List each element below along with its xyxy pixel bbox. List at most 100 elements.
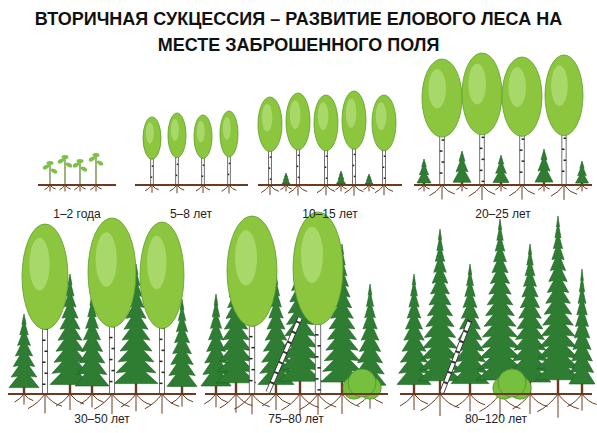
birch-crown (88, 218, 136, 327)
fallen-outline (268, 318, 300, 392)
roots (56, 394, 84, 410)
birch-mark (482, 137, 485, 139)
seedling-leaf (47, 161, 54, 165)
roots (121, 394, 151, 411)
birch-mark (326, 178, 328, 180)
birch-mark (177, 164, 179, 166)
roots (345, 185, 364, 196)
birch-mark (520, 149, 523, 151)
seedling-leaf (93, 153, 100, 157)
birch-mark (44, 373, 47, 375)
fallen-birch (268, 318, 300, 392)
roots (455, 394, 485, 411)
birch-mark (480, 148, 483, 150)
birch-mark (152, 165, 154, 167)
roots (145, 394, 179, 414)
crown-highlight (29, 238, 49, 291)
stage-age-label: 80–120 лет (451, 412, 541, 426)
birch-mark (562, 149, 565, 151)
spruce-tree (493, 155, 509, 183)
birch-mark (249, 336, 252, 338)
birch-mark (562, 171, 565, 173)
birch-mark (442, 139, 445, 141)
birch-crown (545, 55, 583, 136)
birch-mark (522, 138, 525, 140)
birch-mark (564, 138, 567, 140)
seedling-leaf (77, 159, 84, 163)
birch-mark (228, 174, 230, 176)
crown-highlight (197, 121, 205, 143)
birch-crown (194, 115, 212, 158)
birch-crown (293, 212, 343, 325)
crown-highlight (318, 102, 329, 130)
birch-mark (384, 156, 386, 158)
birch-mark (251, 369, 254, 371)
seedling-leaf (80, 166, 88, 173)
birch-mark (298, 177, 300, 179)
stage-picture (201, 212, 388, 415)
seedling-stem (64, 157, 65, 185)
seedling-stem (79, 161, 80, 185)
seedling-leaf (65, 162, 73, 169)
seedling-stem (95, 155, 96, 185)
birch-mark (326, 156, 328, 158)
birch-mark (109, 359, 112, 361)
birch-mark (520, 171, 523, 173)
seedling-leaf (96, 160, 104, 167)
birch-crown (502, 57, 542, 136)
birch-mark (160, 361, 163, 363)
spruce-tree (417, 159, 431, 183)
roots (196, 185, 210, 193)
spruce-tree (569, 269, 595, 384)
birch-mark (42, 340, 45, 342)
stage-picture (258, 91, 402, 196)
birch-mark (42, 362, 45, 364)
birch-crown (422, 59, 462, 137)
crown-highlight (290, 100, 301, 129)
birch-mark (325, 167, 327, 169)
birch-mark (249, 358, 252, 360)
birch-crown (22, 224, 68, 329)
birch-mark (109, 381, 112, 383)
fallen-outline (442, 320, 470, 392)
birch-crown (342, 91, 366, 149)
roots (145, 185, 159, 193)
crown-highlight (346, 99, 357, 128)
birch-crown (140, 222, 184, 329)
birch-mark (42, 384, 45, 386)
birch-mark (354, 154, 356, 156)
stage-picture (414, 53, 592, 200)
birch-mark (482, 159, 485, 161)
birch-mark (353, 165, 355, 167)
stage-age-label: 10–15 лет (285, 207, 375, 221)
crown-highlight (301, 227, 323, 283)
stage-age-label: 75–80 лет (251, 412, 341, 426)
roots (94, 394, 129, 414)
stage-age-label: 30–50 лет (57, 412, 147, 426)
birch-mark (482, 181, 485, 183)
birch-crown (220, 111, 238, 157)
birch-mark (440, 172, 443, 174)
crown-highlight (262, 104, 273, 131)
spruce-tree (576, 161, 589, 183)
spruce-tree (453, 151, 471, 182)
birch-mark (111, 370, 114, 372)
ground-line (38, 184, 116, 186)
birch-mark (315, 334, 318, 336)
fallen-birch (442, 320, 470, 392)
ground-line (258, 184, 402, 186)
stage-picture (397, 216, 597, 418)
spruce-tree (9, 314, 39, 388)
crown-highlight (147, 236, 166, 289)
birch-mark (522, 160, 525, 162)
birch-mark (251, 347, 254, 349)
crown-highlight (376, 102, 387, 130)
birch-mark (297, 166, 299, 168)
ground-line (205, 393, 388, 395)
birch-crown (168, 113, 186, 158)
seedling-leaf (50, 168, 58, 175)
birch-mark (162, 350, 165, 352)
bush (348, 369, 376, 397)
crown-highlight (551, 65, 568, 105)
stage-picture (38, 153, 116, 191)
